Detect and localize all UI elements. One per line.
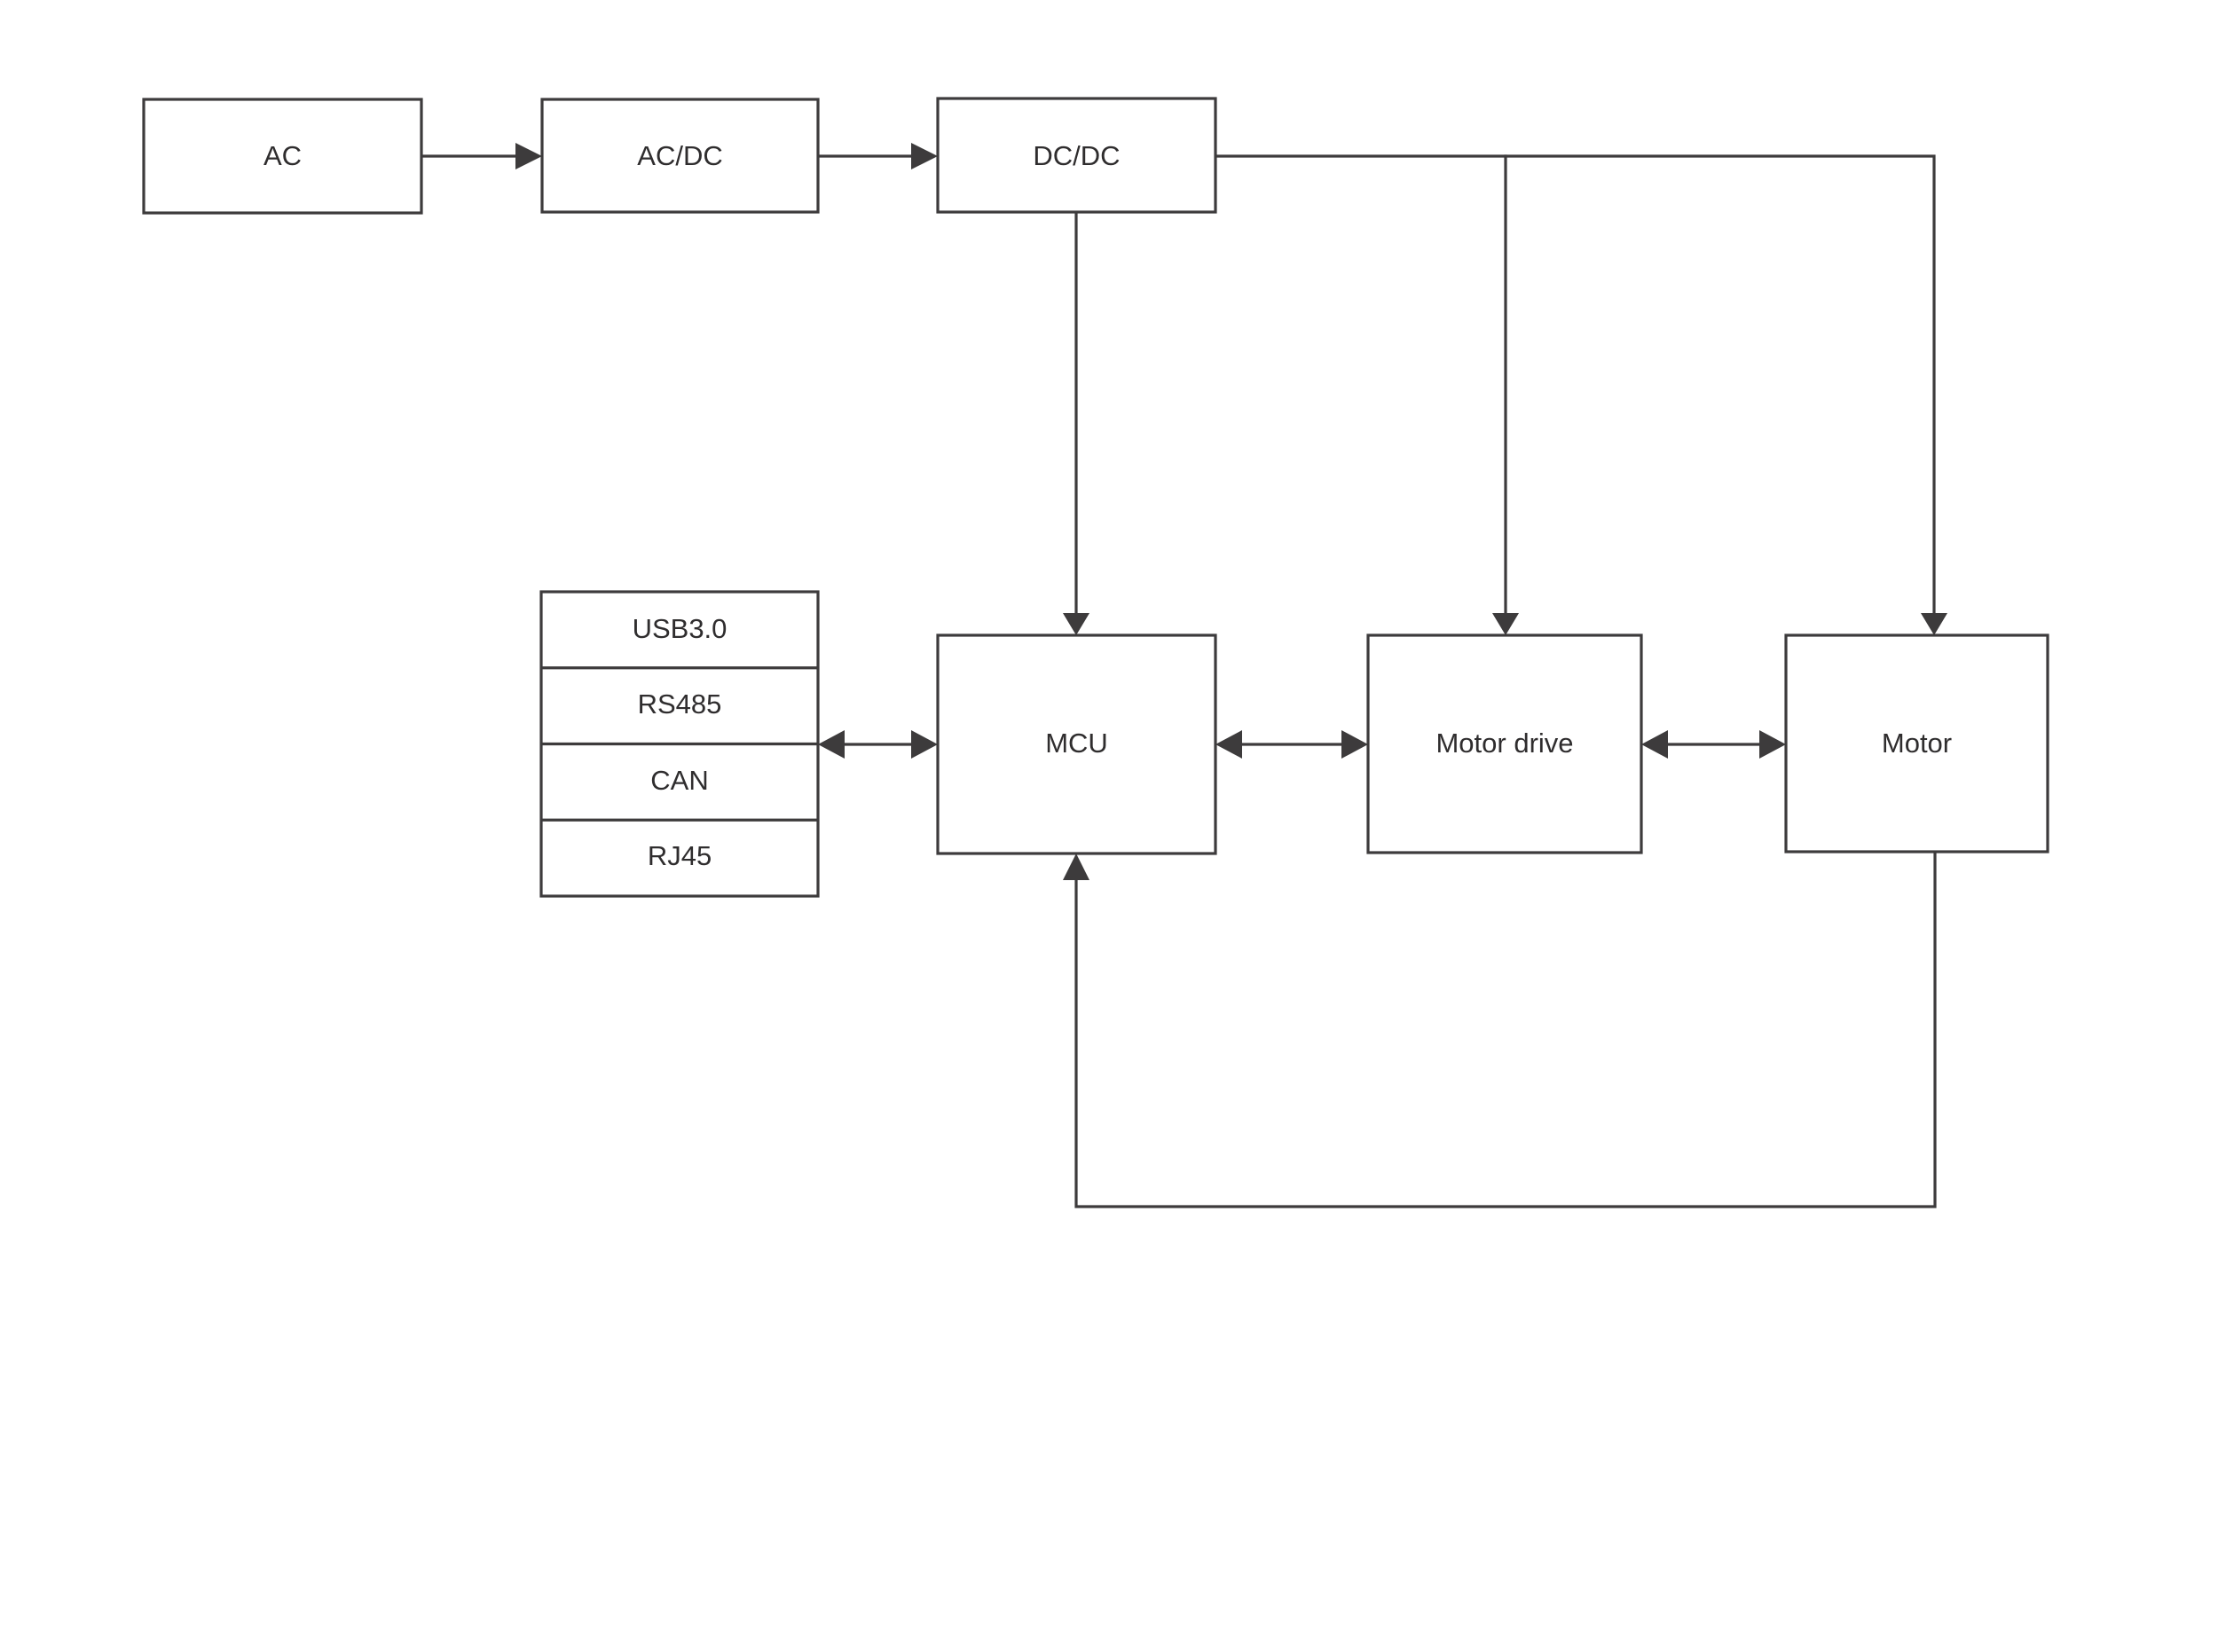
block-motor[interactable]: Motor bbox=[1784, 633, 2049, 854]
connector-motor-drive-to-motor bbox=[1641, 730, 1786, 759]
connector-interfaces-to-mcu bbox=[818, 730, 938, 759]
block-acdc-label: AC/DC bbox=[637, 140, 722, 171]
interface-row-can-label: CAN bbox=[650, 765, 708, 796]
connector-dcdc-to-mcu bbox=[1063, 210, 1089, 635]
connector-motor-feedback-to-mcu bbox=[1063, 850, 1937, 1208]
block-motor-label: Motor bbox=[1882, 728, 1952, 759]
interface-stack[interactable]: USB3.0 RS485 CAN RJ45 bbox=[539, 590, 820, 898]
block-mcu-label: MCU bbox=[1045, 728, 1108, 759]
block-ac[interactable]: AC bbox=[142, 98, 423, 215]
connector-acdc-to-dcdc bbox=[816, 143, 938, 169]
connector-mcu-to-motor-drive bbox=[1215, 730, 1368, 759]
block-ac-label: AC bbox=[263, 140, 302, 171]
block-dcdc[interactable]: DC/DC bbox=[936, 97, 1217, 214]
interface-row-rj45-label: RJ45 bbox=[648, 840, 712, 871]
interface-row-rs485-label: RS485 bbox=[638, 688, 722, 720]
block-motor-drive-label: Motor drive bbox=[1435, 728, 1573, 759]
block-mcu[interactable]: MCU bbox=[936, 633, 1217, 855]
connector-ac-to-acdc bbox=[420, 143, 542, 169]
connector-dcdc-to-motor-drive bbox=[1214, 154, 1519, 635]
interface-row-usb30-label: USB3.0 bbox=[633, 613, 728, 644]
block-motor-drive[interactable]: Motor drive bbox=[1366, 633, 1643, 854]
connector-dcdc-to-motor bbox=[1504, 154, 1947, 635]
block-dcdc-label: DC/DC bbox=[1033, 140, 1120, 171]
block-acdc[interactable]: AC/DC bbox=[540, 98, 820, 214]
